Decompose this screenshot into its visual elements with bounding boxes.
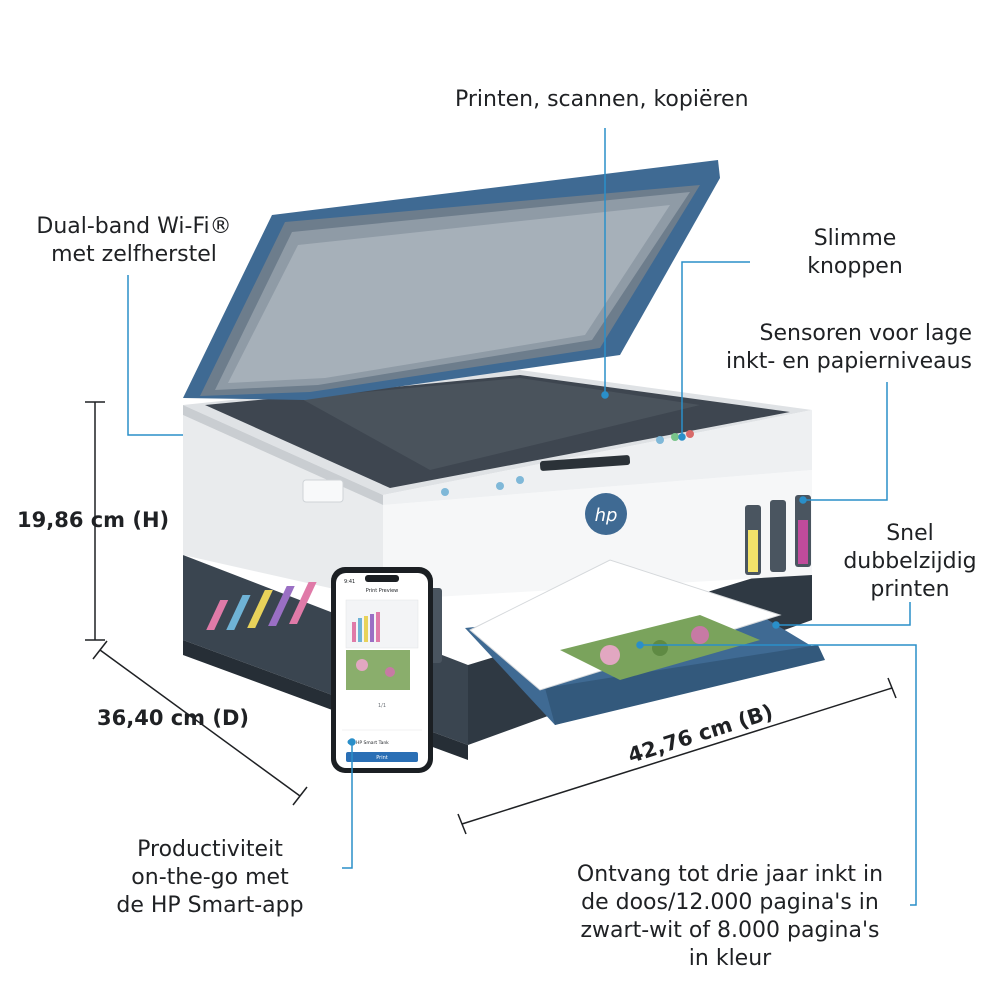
callout-line-wifi [127,275,183,436]
callout-ink-offer-line3: zwart-wit of 8.000 pagina's [580,918,880,943]
callout-duplex-line2: dubbelzijdig [843,549,977,574]
callout-wifi-line2: met zelfherstel [51,242,217,267]
output-tray [206,559,825,725]
phone-printer-name: HP Smart Tank [356,740,389,746]
callout-ink-offer-line4: in kleur [688,946,772,971]
scanner-lid [183,160,720,400]
callout-line-sensors [803,382,888,501]
callout-smart-buttons-line1: Slimme [813,226,897,251]
depth-dimension-line [99,649,301,797]
callout-lines [127,128,917,906]
callout-app-line3: de HP Smart-app [116,893,304,918]
callout-wifi: Dual-band Wi-Fi® met zelfherstel [28,213,240,269]
phone-time: 9:41 [344,579,355,585]
callout-print-scan-copy-text: Printen, scannen, kopiëren [455,87,749,112]
callout-ink-offer: Ontvang tot drie jaar inkt in de doos/12… [560,861,900,973]
callout-line-app [342,742,353,869]
phone-print-button[interactable] [346,752,418,762]
callout-smart-buttons-line2: knoppen [807,254,903,279]
callout-sensors-line1: Sensoren voor lage [759,321,972,346]
ink-tanks [745,495,811,575]
callout-wifi-line1: Dual-band Wi-Fi® [36,214,232,239]
smartphone: 9:41 Print Preview 1/1 HP Smart Tank Pri… [331,567,433,773]
width-dimension-line [461,687,893,825]
hp-logo-text: hp [595,505,618,526]
phone-screen-title: Print Preview [366,588,399,594]
phone-print-button-label: Print [376,755,388,761]
callout-smart-buttons: Slimme knoppen [785,225,925,281]
dimension-height: 19,86 cm (H) [17,508,170,532]
hp-logo: hp [585,493,627,535]
callout-ink-offer-line2: de doos/12.000 pagina's in [581,890,879,915]
callout-ink-offer-line1: Ontvang tot drie jaar inkt in [576,862,884,887]
callout-line-duplex [776,602,911,626]
callout-app-line1: Productiviteit [137,837,283,862]
callout-app: Productiviteit on-the-go met de HP Smart… [100,836,320,920]
phone-page-count: 1/1 [378,703,386,709]
callout-duplex-line1: Snel [886,521,934,546]
callout-sensors-line2: inkt- en papierniveaus [725,349,972,374]
dimension-depth: 36,40 cm (D) [97,706,250,730]
callout-duplex: Snel dubbelzijdig printen [830,520,990,604]
callout-line-ink-offer [640,644,917,906]
callout-duplex-line3: printen [870,577,950,602]
callout-app-line2: on-the-go met [131,865,289,890]
dimension-lines [85,401,897,835]
callout-print-scan-copy: Printen, scannen, kopiëren [455,86,749,114]
printer-body [183,370,812,600]
callout-line-smart-buttons [681,261,750,437]
callout-sensors: Sensoren voor lage inkt- en papierniveau… [680,320,972,376]
